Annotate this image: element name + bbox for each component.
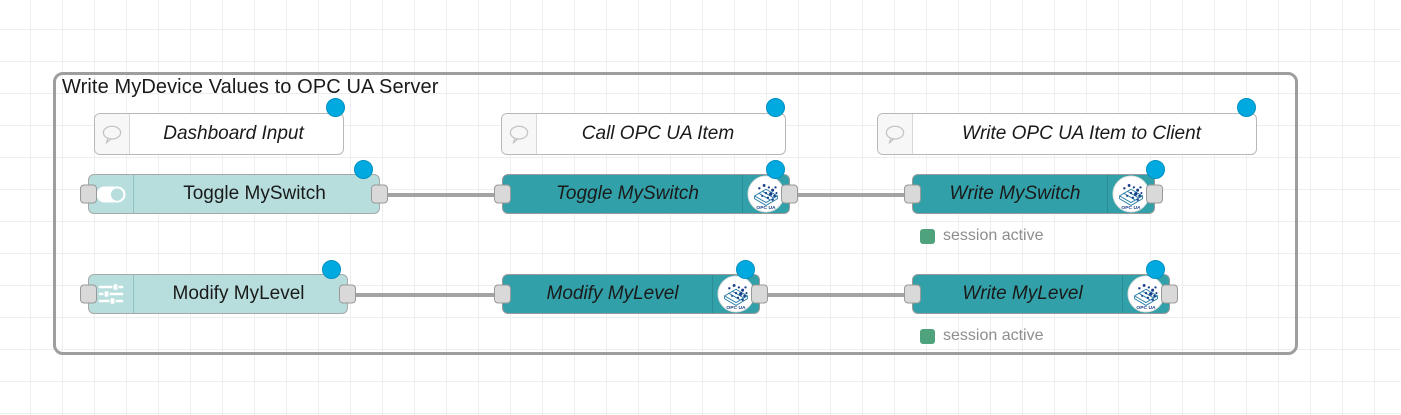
selection-handle-toggle-myswitch-source[interactable] [354, 160, 373, 179]
status-badge-write-mylevel: session active [920, 327, 1044, 345]
node-label: Write MyLevel [962, 283, 1083, 304]
svg-text:OPC UA: OPC UA [726, 305, 746, 311]
node-group-container[interactable] [53, 72, 1298, 355]
selection-handle-modify-mylevel-source[interactable] [322, 260, 341, 279]
output-port[interactable] [751, 284, 768, 304]
status-dot [920, 228, 935, 244]
comment-bubble-icon [95, 114, 130, 154]
output-port[interactable] [1161, 284, 1178, 304]
comment-node-dashboard-input[interactable]: Dashboard Input [94, 113, 344, 155]
wire-toggle-middle-to-target[interactable] [790, 193, 915, 197]
dashboard-node-toggle-myswitch[interactable]: Toggle MySwitch [80, 174, 388, 214]
status-text: session active [943, 227, 1044, 244]
node-label: Toggle MySwitch [556, 183, 699, 204]
opcua-node-toggle-myswitch[interactable]: Toggle MySwitch OPC UA [494, 174, 798, 214]
slider-icon [89, 275, 134, 313]
comment-label: Call OPC UA Item [581, 123, 735, 144]
node-label: Write MySwitch [949, 183, 1081, 204]
status-text: session active [943, 327, 1044, 344]
toggle-switch-icon [89, 175, 134, 213]
input-port[interactable] [904, 284, 921, 304]
node-label: Toggle MySwitch [183, 183, 326, 204]
selection-handle-dashboard-input[interactable] [326, 98, 345, 117]
selection-handle-write-opc-ua-item-to-client[interactable] [1237, 98, 1256, 117]
comment-bubble-icon [878, 114, 913, 154]
comment-label: Write OPC UA Item to Client [962, 123, 1201, 144]
input-port[interactable] [80, 184, 97, 204]
node-label: Modify MyLevel [546, 283, 679, 304]
opc-ua-icon: OPC UA [712, 275, 759, 313]
selection-handle-toggle-myswitch-middle[interactable] [766, 160, 785, 179]
output-port[interactable] [1146, 184, 1163, 204]
selection-handle-write-myswitch[interactable] [1146, 160, 1165, 179]
wire-level-middle-to-target[interactable] [760, 293, 915, 297]
svg-text:OPC UA: OPC UA [1121, 205, 1141, 211]
comment-label: Dashboard Input [163, 123, 304, 144]
status-badge-write-myswitch: session active [920, 227, 1044, 245]
wire-toggle-source-to-middle[interactable] [380, 193, 500, 197]
input-port[interactable] [494, 184, 511, 204]
opc-ua-icon: OPC UA [1107, 175, 1154, 213]
comment-node-write-opc-ua-item-to-client[interactable]: Write OPC UA Item to Client [877, 113, 1257, 155]
svg-text:OPC UA: OPC UA [756, 205, 776, 211]
svg-text:OPC UA: OPC UA [1136, 305, 1156, 311]
opcua-node-write-mylevel[interactable]: Write MyLevel OPC UA [904, 274, 1178, 314]
node-group-title: Write MyDevice Values to OPC UA Server [62, 76, 439, 98]
opc-ua-icon: OPC UA [1122, 275, 1169, 313]
node-label: Modify MyLevel [172, 283, 305, 304]
status-dot [920, 328, 935, 344]
selection-handle-call-opc-ua-item[interactable] [766, 98, 785, 117]
selection-handle-modify-mylevel-middle[interactable] [736, 260, 755, 279]
output-port[interactable] [781, 184, 798, 204]
comment-node-call-opc-ua-item[interactable]: Call OPC UA Item [501, 113, 786, 155]
wire-level-source-to-middle[interactable] [348, 293, 500, 297]
selection-handle-write-mylevel[interactable] [1146, 260, 1165, 279]
input-port[interactable] [494, 284, 511, 304]
input-port[interactable] [80, 284, 97, 304]
output-port[interactable] [339, 284, 356, 304]
opcua-node-write-myswitch[interactable]: Write MySwitch OPC UA [904, 174, 1163, 214]
dashboard-node-modify-mylevel[interactable]: Modify MyLevel [80, 274, 356, 314]
opc-ua-icon: OPC UA [742, 175, 789, 213]
output-port[interactable] [371, 184, 388, 204]
opcua-node-modify-mylevel[interactable]: Modify MyLevel OPC UA [494, 274, 768, 314]
input-port[interactable] [904, 184, 921, 204]
comment-bubble-icon [502, 114, 537, 154]
